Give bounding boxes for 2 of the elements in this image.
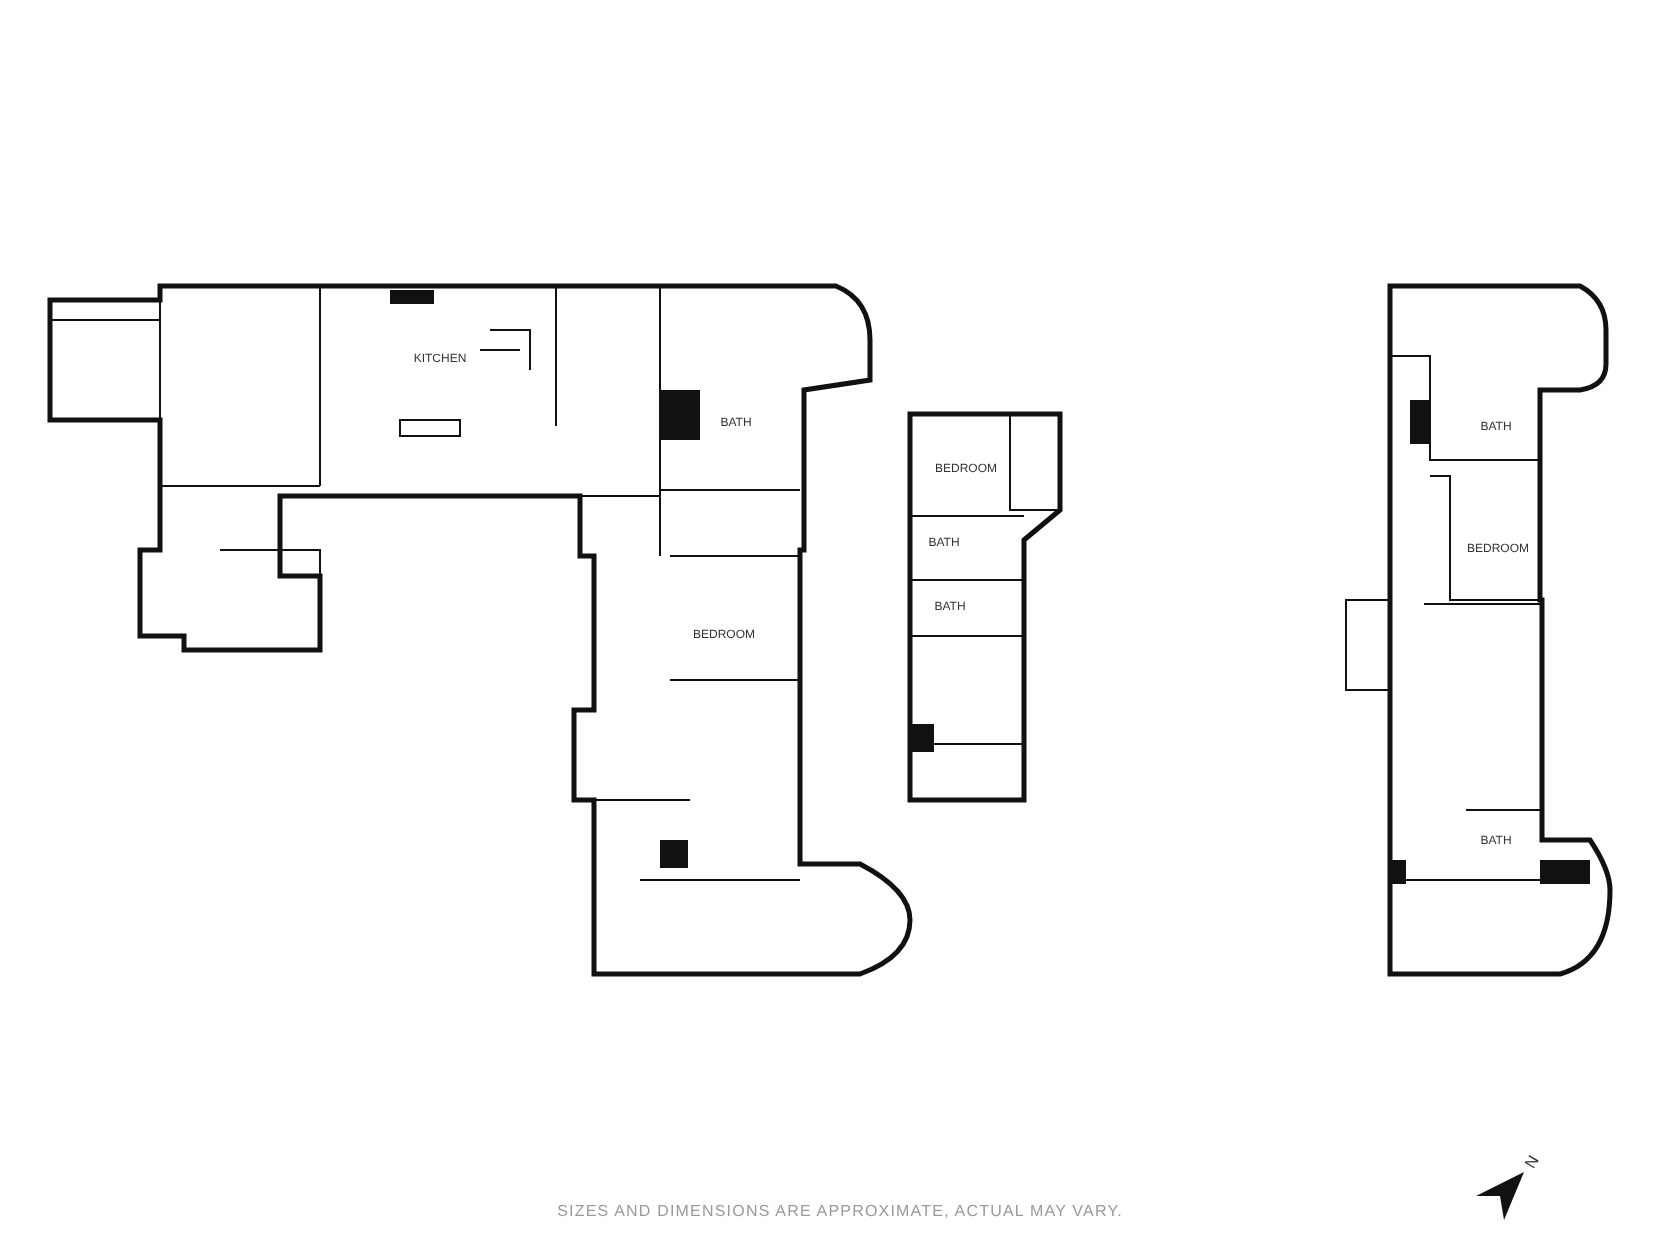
disclaimer-caption: SIZES AND DIMENSIONS ARE APPROXIMATE, ACTUAL MAY VARY. — [555, 1202, 1125, 1220]
north-label: N — [1521, 1152, 1543, 1172]
